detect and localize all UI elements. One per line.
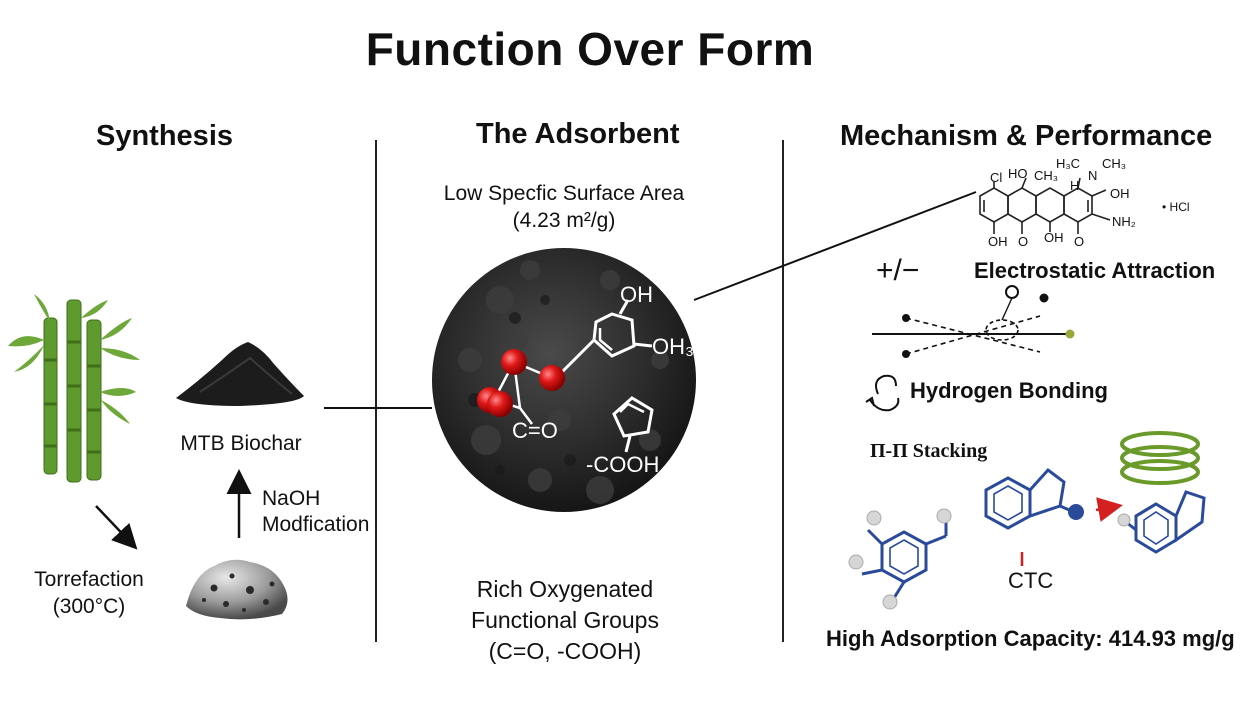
oxygen-atom: [539, 365, 565, 391]
atom-oh-bottom-mid: OH: [1044, 230, 1064, 245]
naoh-label: NaOH Modfication: [262, 486, 369, 539]
atom-h3c: H₃C: [1056, 156, 1081, 171]
biochar-label: MTB Biochar: [180, 432, 302, 455]
carboxyl-label: -COOH: [586, 452, 660, 477]
electrostatic-label: Electrostatic Attraction: [974, 258, 1216, 283]
naoh-line: NaOH: [262, 487, 321, 510]
oxygen-atom: [487, 391, 513, 417]
atom-n: N: [1088, 168, 1098, 183]
torrefaction-line: Torrefaction: [34, 568, 144, 591]
atom-oh-right: OH: [1110, 186, 1130, 201]
stacking-arrow: [1095, 497, 1123, 522]
aromatic-molecule-ctc: [984, 467, 1084, 566]
temperature-line: (300°C): [52, 595, 126, 619]
groups-line-2: Functional Groups: [471, 607, 659, 634]
synthesis-header: Synthesis: [96, 120, 233, 152]
surface-area-value: (4.23 m²/g): [512, 209, 616, 233]
capacity-label: High Adsorption Capacity: 414.93 mg/g: [826, 626, 1235, 651]
adsorbent-header: The Adsorbent: [476, 118, 680, 150]
stacked-rings-icon: [1120, 431, 1200, 485]
oh3-label: OH₃: [652, 334, 694, 359]
atom-n-ch3: CH₃: [1102, 156, 1127, 171]
connector-molecule: [693, 191, 977, 301]
biochar-particle: [432, 248, 696, 512]
arrow-to-torrefaction: [95, 505, 138, 550]
aromatic-molecule-right: [1117, 490, 1206, 554]
hbond-label: Hydrogen Bonding: [910, 378, 1108, 403]
stacking-label: Π-Π Stacking: [870, 440, 988, 462]
atom-nh2: NH₂: [1112, 214, 1136, 229]
hcl-label: • HCl: [1162, 200, 1190, 214]
charge-symbol: +/−: [876, 254, 920, 287]
refresh-icon: [865, 374, 900, 412]
atom-h: H: [1070, 178, 1080, 193]
oh-label: OH: [620, 282, 653, 307]
oxygen-atom: [501, 349, 527, 375]
atom-o-left: O: [1018, 234, 1029, 249]
atom-o-bottom-right: O: [1074, 234, 1085, 249]
modification-line: Modfication: [262, 513, 370, 537]
divider-right: [782, 140, 784, 642]
atom-cl: Cl: [990, 170, 1003, 185]
atom-ch3: CH₃: [1034, 168, 1059, 183]
ctc-label: CTC: [1008, 568, 1054, 593]
divider-left: [375, 140, 377, 642]
atom-oh-bottom-left: OH: [988, 234, 1008, 249]
ctc-molecule-structure: [979, 177, 1111, 234]
surface-area-label: Low Specfic Surface Area (4.23 m²/g): [424, 180, 704, 235]
aromatic-molecule-left: [848, 508, 952, 610]
groups-line-1: Rich Oxygenated: [476, 576, 654, 602]
page-title: Function Over Form: [365, 23, 815, 75]
torrefaction-label: Torrefaction (300°C): [24, 566, 154, 621]
raw-material-icon: [186, 559, 288, 620]
biochar-pile-icon: [176, 342, 304, 406]
atom-ho: HO: [1008, 166, 1028, 181]
groups-line-3: (C=O, -COOH): [488, 638, 642, 665]
surface-area-line: Low Specfic Surface Area: [443, 182, 685, 205]
mechanism-header: Mechanism & Performance: [840, 120, 1213, 152]
bamboo-icon: [8, 294, 140, 483]
electrostatic-graphic: [872, 285, 1075, 358]
carbonyl-label: C=O: [512, 418, 558, 443]
functional-groups-label: Rich Oxygenated Functional Groups (C=O, …: [430, 574, 700, 667]
